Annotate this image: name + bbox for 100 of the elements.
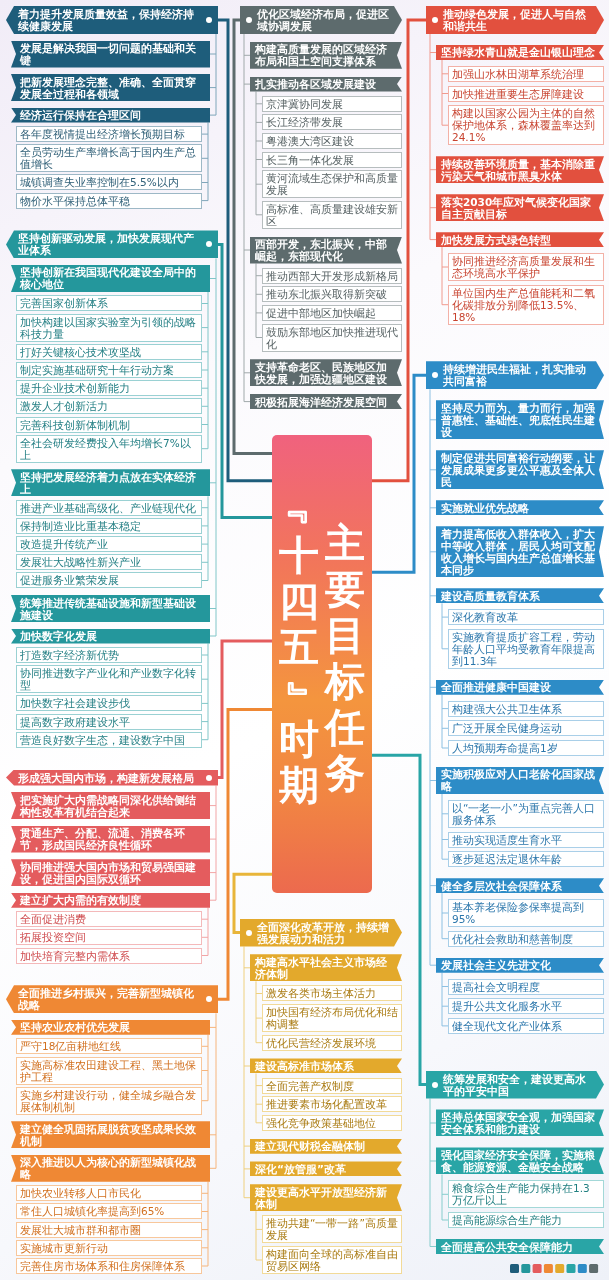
item-card: 常住人口城镇化率提高到65% xyxy=(16,1203,202,1220)
subtopic-banner: 制定促进共同富裕行动纲要，让发展成果更多更公平惠及全体人民 xyxy=(436,450,604,490)
item-card: 激发人才创新活力 xyxy=(16,398,202,415)
item-card: 基本养老保险参保率提高到95% xyxy=(448,899,604,927)
subtopic-banner: 扎实推动各区域发展建设 xyxy=(250,76,402,92)
item-card: 实施高标准农田建设工程、黑土地保护工程 xyxy=(16,1056,202,1085)
subtopic-banner: 坚持总体国家安全观，加强国家安全体系和能力建设 xyxy=(436,1109,604,1137)
item-card: 全社会研发经费投入年均增长7%以上 xyxy=(16,434,202,463)
subtopic-banner: 深化“放管服”改革 xyxy=(250,1161,402,1177)
subtopic-banner: 构建高质量发展的区域经济布局和国土空间支撑体系 xyxy=(250,41,402,69)
connector-line xyxy=(218,708,272,1001)
connector-line xyxy=(441,1174,449,1221)
connector-line xyxy=(441,694,449,749)
connector-line xyxy=(243,946,251,1199)
item-card: 协同推进经济高质量发展和生态环境高水平保护 xyxy=(448,253,604,281)
item-card: 推进要素市场化配置改革 xyxy=(262,1096,402,1113)
connector-line xyxy=(243,33,251,403)
subtopic-banner: 健全多层次社会保障体系 xyxy=(436,878,604,894)
connector-line xyxy=(232,872,272,934)
item-card: 深化教育改革 xyxy=(448,609,604,626)
topic-title: 坚持创新驱动发展，加快发展现代产业体系 xyxy=(18,232,195,257)
connector-line xyxy=(218,639,272,779)
topic-title: 推动绿色发展，促进人与自然和谐共生 xyxy=(443,8,587,32)
subtopic-banner: 实施积极应对人口老龄化国家战略 xyxy=(436,766,604,794)
connector-line xyxy=(255,980,263,1044)
connector-line xyxy=(441,793,449,860)
item-card: 广泛开展全民健身运动 xyxy=(448,720,604,737)
connector-line xyxy=(209,1012,217,1169)
connector-line xyxy=(429,33,437,241)
subtopic-banner: 建设高标准市场体系 xyxy=(250,1058,402,1074)
connector-line xyxy=(255,1073,263,1124)
connector-line xyxy=(255,263,263,338)
topic-banner xyxy=(6,6,218,34)
item-card: 加快推进重要生态屏障建设 xyxy=(448,85,604,102)
topic-title: 形成强大国内市场，构建新发展格局 xyxy=(18,771,195,784)
item-card: 粤港澳大湾区建设 xyxy=(262,132,402,149)
item-card: 构建以国家公园为主体的自然保护地体系，森林覆盖率达到24.1% xyxy=(448,105,604,146)
item-card: 单位国内生产总值能耗和二氧化碳排放分别降低13.5%、18% xyxy=(448,284,604,325)
subtopic-banner: 发展是解决我国一切问题的基础和关键 xyxy=(11,40,210,68)
connector-line xyxy=(218,18,272,483)
item-card: 构建面向全球的高标准自由贸易区网络 xyxy=(262,1246,402,1274)
topic-banner xyxy=(426,1070,604,1099)
topic-title: 优化区域经济布局，促进区域协调发展 xyxy=(257,8,390,32)
subtopic-banner: 构建高水平社会主义市场经济体制 xyxy=(250,954,402,982)
item-card: 促进服务业繁荣发展 xyxy=(16,572,202,589)
item-card: 全面促进消费 xyxy=(16,911,202,928)
connector-line xyxy=(201,643,209,741)
item-card: 长三角一体化发展 xyxy=(262,151,402,168)
subtopic-banner: 西部开发，东北振兴，中部崛起，东部现代化 xyxy=(250,236,402,264)
connector-line xyxy=(201,495,209,581)
connector-line xyxy=(209,257,217,637)
item-card: 促进中部地区加快崛起 xyxy=(262,304,402,321)
item-card: 改造提升传统产业 xyxy=(16,536,202,553)
item-card: 实施城市更新行动 xyxy=(16,1239,202,1256)
connector-line xyxy=(429,388,437,966)
connector-line xyxy=(372,753,426,1086)
subtopic-banner: 协同推进强大国内市场和贸易强国建设，促进国内国际双循环 xyxy=(11,859,210,887)
connector-line xyxy=(372,373,426,574)
subtopic-banner: 建设高质量教育体系 xyxy=(436,588,604,604)
subtopic-banner: 落实2030年应对气候变化国家自主贡献目标 xyxy=(436,194,604,222)
subtopic-banner: 加快发展方式绿色转型 xyxy=(436,232,604,248)
connector-line xyxy=(232,18,272,455)
topic-banner xyxy=(6,230,218,259)
item-card: 推动西部大开发形成新格局 xyxy=(262,267,402,284)
connector-line xyxy=(201,1181,209,1267)
item-card: 完善住房市场体系和住房保障体系 xyxy=(16,1258,202,1274)
item-card: 提高数字政府建设水平 xyxy=(16,713,202,730)
item-card: 保持制造业比重基本稳定 xyxy=(16,517,202,534)
item-card: 加快数字社会建设步伐 xyxy=(16,695,202,712)
item-card: 提高社会文明程度 xyxy=(448,978,604,995)
subtopic-banner: 支持革命老区、民族地区加快发展，加强边疆地区建设 xyxy=(250,359,402,387)
item-card: 以“一老一小”为重点完善人口服务体系 xyxy=(448,799,604,828)
subtopic-banner: 建设更高水平开放型经济新体制 xyxy=(250,1184,402,1212)
item-card: 推动东北振兴取得新突破 xyxy=(262,286,402,303)
topic-banner xyxy=(6,769,218,786)
item-card: 发展壮大战略性新兴产业 xyxy=(16,554,202,571)
item-card: 逐步延迟法定退休年龄 xyxy=(448,851,604,868)
connector-line xyxy=(441,972,449,1027)
item-card: 推进产业基础高级化、产业链现代化 xyxy=(16,499,202,516)
subtopic-banner: 经济运行保持在合理区间 xyxy=(11,107,210,123)
item-card: 强化竞争政策基础地位 xyxy=(262,1114,402,1131)
subtopic-banner: 深入推进以人为核心的新型城镇化战略 xyxy=(11,1154,210,1182)
subtopic-banner: 建立现代财税金融体制 xyxy=(250,1138,402,1154)
item-card: 全面完善产权制度 xyxy=(262,1077,402,1094)
item-card: 完善科技创新体制机制 xyxy=(16,416,202,433)
subtopic-banner: 发展社会主义先进文化 xyxy=(436,957,604,973)
topic-title: 全面推进乡村振兴，完善新型城镇化战略 xyxy=(18,987,195,1012)
topic-banner xyxy=(240,6,402,34)
item-card: 发展壮大城市群和都市圈 xyxy=(16,1221,202,1238)
item-card: 健全现代文化产业体系 xyxy=(448,1017,604,1034)
item-card: 提升企业技术创新能力 xyxy=(16,380,202,397)
connector-line xyxy=(372,18,426,483)
connector-line xyxy=(441,892,449,940)
connector-line xyxy=(209,785,217,901)
item-card: 长江经济带发展 xyxy=(262,114,402,131)
subtopic-banner: 持续改善环境质量，基本消除重污染天气和城市黑臭水体 xyxy=(436,156,604,184)
item-card: 严守18亿亩耕地红线 xyxy=(16,1038,202,1055)
item-card: 加快国有经济布局优化和结构调整 xyxy=(262,1004,402,1033)
connector-line xyxy=(441,59,449,126)
subtopic-banner: 强化国家经济安全保障，实施粮食、能源资源、金融安全战略 xyxy=(436,1147,604,1175)
